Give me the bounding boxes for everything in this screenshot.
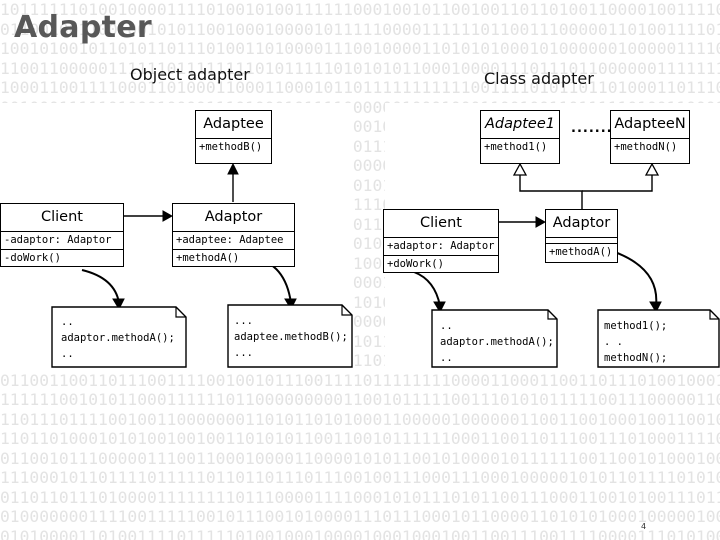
class-name: Client [384,210,498,238]
class-operations: +methodB() [199,141,263,153]
inheritance-triangle-adaptee-n [644,162,660,176]
class-name: Adaptee [196,111,271,139]
class-name: Adaptor [173,204,294,232]
class-attributes: +adaptee: Adaptee [173,232,294,250]
object-adapter-subtitle: Object adapter [130,65,250,84]
object-client-class: Client -adaptor: Adaptor -doWork() [0,203,124,267]
class-client-class: Client +adaptor: Adaptor +doWork() [383,209,499,273]
class-adaptee1-class: Adaptee1 +method1() [480,110,560,164]
adaptor-note-arrowhead [284,298,297,311]
class-adaptor-note-callout [611,250,658,307]
class-attributes: +adaptor: Adaptor [384,238,498,256]
object-client-note-text: .. adaptor.methodA(); .. [61,316,175,360]
client-note-callout [81,269,120,304]
class-adaptor-class: Adaptor +methodA() [545,209,618,263]
class-operations: +methodN() [614,141,678,153]
inheritance-adaptee-n [582,174,653,192]
class-client-adaptor-arrowhead [535,216,547,228]
inheritance-adaptee1 [519,174,583,209]
class-operations: +doWork() [387,258,444,270]
object-adaptee-class: Adaptee +methodB() [195,110,272,164]
client-adaptor-arrowhead [162,210,174,222]
class-adaptor-note-text: method1(); . . methodN(); [604,320,668,364]
class-operations: +methodA() [176,252,240,264]
object-adaptor-class: Adaptor +adaptee: Adaptee +methodA() [172,203,295,267]
class-name: Adaptee1 [481,111,559,139]
inheritance-triangle-adaptee1 [512,162,528,176]
class-adaptee-n-class: AdapteeN +methodN() [610,110,690,164]
client-note-arrowhead [112,298,125,311]
class-client-note-callout [413,271,441,307]
class-client-note-text: .. adaptor.methodA(); .. [440,320,554,364]
class-name: Client [1,204,123,232]
class-operations: +methodA() [549,246,613,258]
more-adaptees-ellipsis: ........ [571,121,619,136]
class-operations: +method1() [484,141,548,153]
class-name: AdapteeN [611,111,689,139]
class-adapter-subtitle: Class adapter [484,69,594,88]
class-attributes: -adaptor: Adaptor [1,232,123,250]
client-note-shape [51,306,187,368]
page-number: 4 [641,522,647,531]
slide-title: Adapter [14,10,152,45]
class-client-note-shape [431,309,558,368]
class-client-note-arrowhead [433,301,446,314]
object-adaptor-note-text: ... adaptee.methodB(); ... [234,315,348,359]
class-adaptor-note-arrowhead [649,301,662,314]
class-attributes [546,238,617,244]
class-operations: -doWork() [4,252,61,264]
adaptor-note-shape [227,304,353,368]
class-name: Adaptor [546,210,617,238]
class-adaptor-note-shape [597,309,720,368]
adaptor-adaptee-arrowhead [227,162,239,175]
